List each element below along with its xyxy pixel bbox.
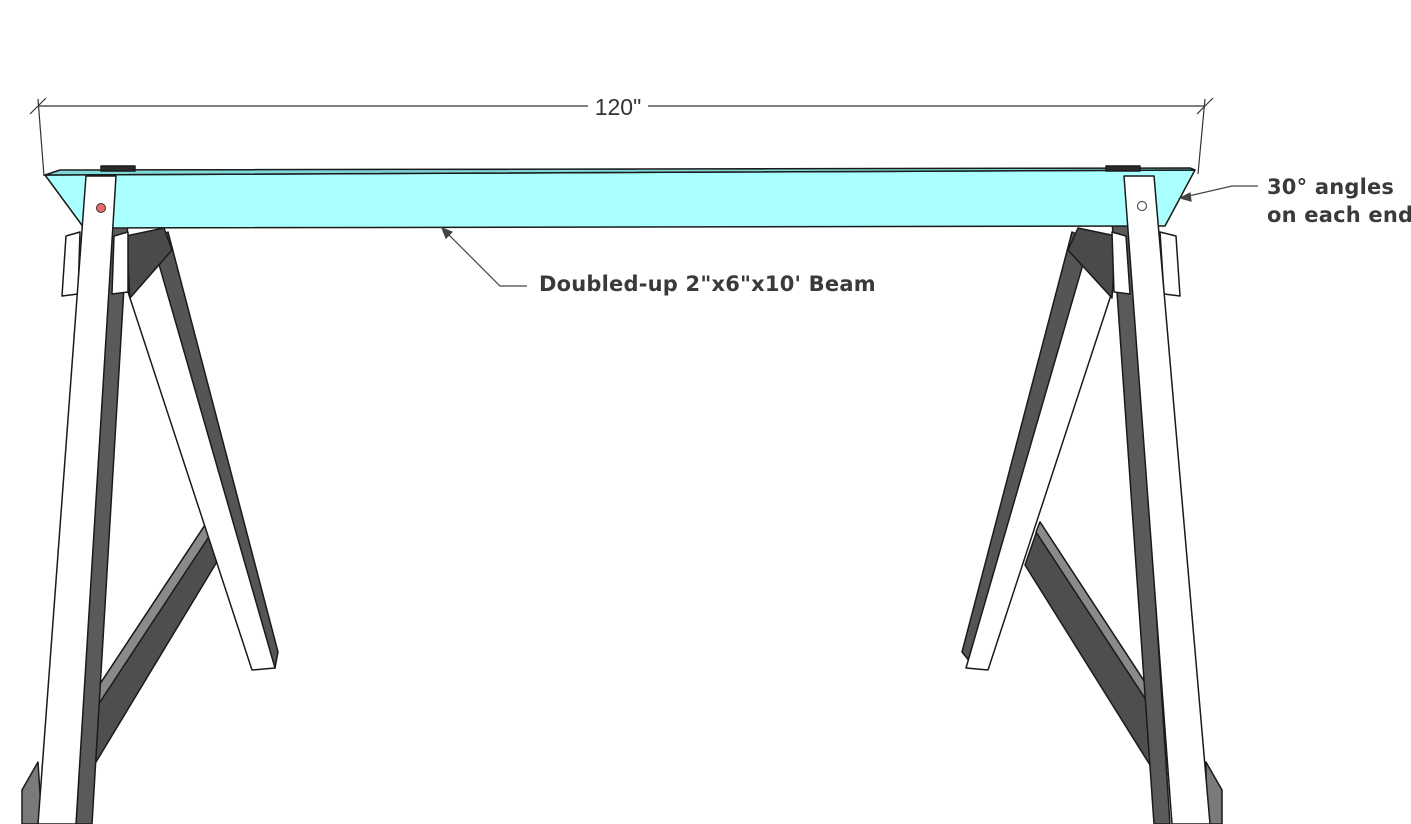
dimension-tick-left bbox=[29, 97, 47, 115]
angle-callout-line-2: on each end bbox=[1267, 203, 1411, 227]
left-leg-cap bbox=[111, 231, 129, 295]
beam-top-edge bbox=[44, 167, 1196, 176]
right-leg-cap bbox=[1111, 231, 1131, 295]
right-sawhorse bbox=[961, 177, 1223, 824]
length-dimension-label: 120" bbox=[588, 92, 648, 122]
right-front-leg bbox=[1123, 175, 1211, 824]
angle-leader bbox=[1179, 185, 1258, 199]
beam bbox=[44, 165, 1196, 229]
left-top-plate bbox=[100, 165, 136, 172]
beam-face bbox=[44, 169, 1196, 229]
beam-leader bbox=[441, 227, 527, 287]
left-front-leg bbox=[37, 175, 117, 824]
beam-leader-arrow bbox=[440, 226, 454, 240]
right-screw bbox=[1137, 201, 1147, 211]
angle-leader-arrow bbox=[1178, 192, 1192, 202]
leader-lines bbox=[440, 185, 1258, 287]
dimension-extension-right bbox=[1197, 98, 1206, 175]
front-legs bbox=[37, 175, 1211, 824]
right-lower-brace-top bbox=[1035, 521, 1151, 704]
left-lower-brace bbox=[89, 524, 219, 773]
left-back-leg bbox=[127, 239, 276, 671]
right-top-plate bbox=[1105, 165, 1141, 172]
angle-callout: 30° angles on each end bbox=[1267, 173, 1411, 229]
right-lower-brace bbox=[1024, 521, 1151, 766]
beam-callout: Doubled-up 2"x6"x10' Beam bbox=[539, 272, 876, 296]
left-lower-brace-top bbox=[95, 524, 211, 706]
left-foot-brace bbox=[21, 761, 43, 824]
left-sawhorse bbox=[21, 177, 279, 824]
dimension-extension-left bbox=[37, 98, 45, 177]
angle-callout-line-1: 30° angles bbox=[1267, 175, 1395, 199]
dimension-tick-right bbox=[1196, 97, 1214, 115]
left-screw bbox=[96, 203, 106, 213]
right-top-block bbox=[1067, 227, 1117, 299]
